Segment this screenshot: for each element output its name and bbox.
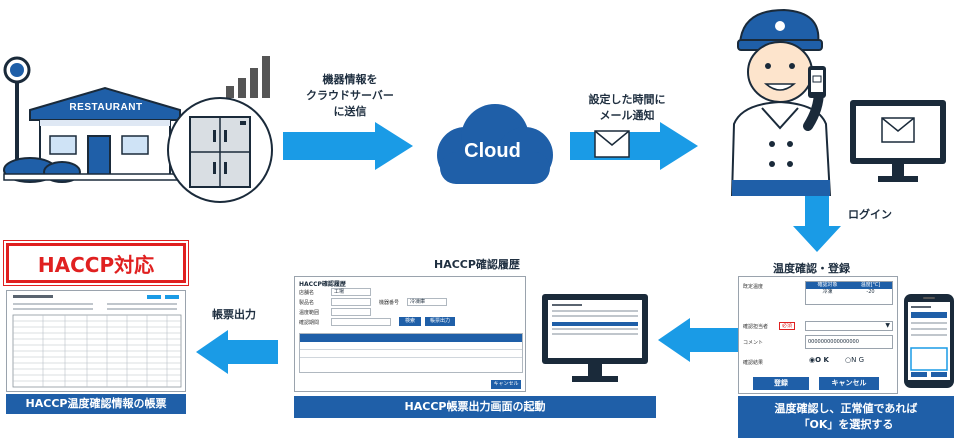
history-screen: HACCP確認履歴 店舗名 工場 製品名 機器番号 冷凍庫 温度範囲 確認期間 … — [294, 276, 526, 392]
temp-row1-label: 既定温度 — [743, 284, 764, 290]
temp-comment-value: 0000000000000000 — [808, 339, 859, 345]
haccp-badge: HACCP対応 — [3, 240, 189, 286]
chef-illustration — [712, 4, 852, 197]
history-filter-2-input[interactable] — [331, 298, 371, 306]
temp-row2-label: 確認担当者 — [743, 324, 769, 330]
history-filter-3-value: 冷凍庫 — [410, 299, 426, 305]
notify-arrow-label-line1: 設定した時間に — [588, 93, 666, 106]
history-search-button-label: 検索 — [404, 318, 415, 324]
output-arrow — [196, 330, 278, 374]
temp-screen-title: 温度確認・登録 — [773, 262, 850, 275]
history-filter-1-input[interactable]: 工場 — [331, 288, 371, 296]
mail-icon — [594, 130, 630, 158]
login-arrow — [793, 196, 841, 252]
temp-required-badge: 必須 — [779, 322, 795, 330]
history-filter-5-input[interactable] — [331, 318, 391, 326]
radio-checked-icon: ◉ — [809, 356, 816, 364]
temp-val2: -20 — [866, 289, 875, 295]
refrigerator-icon — [165, 95, 275, 205]
temp-comment-input[interactable]: 0000000000000000 — [805, 335, 893, 349]
temp-col1: 確認対象 — [817, 282, 838, 288]
temp-ok-radio[interactable]: ◉O K — [809, 356, 829, 364]
history-label: HACCP確認履歴 — [434, 258, 520, 271]
history-arrow — [658, 318, 738, 362]
history-output-button[interactable]: 帳票出力 — [425, 317, 455, 326]
temp-ng-radio[interactable]: ○N G — [845, 356, 864, 364]
temp-required-text: 必須 — [781, 323, 792, 329]
temp-target-table: 確認対象 温度[℃] 冷凍 -20 — [805, 281, 893, 305]
temp-caption: 温度確認し、正常値であれば 「OK」を選択する — [738, 396, 954, 438]
cloud-icon — [420, 100, 565, 190]
send-arrow-label-line2: クラウドサーバー — [306, 89, 394, 102]
smartphone-icon — [902, 292, 956, 390]
history-caption: HACCP帳票出力画面の起動 — [294, 396, 656, 418]
temp-staff-select[interactable]: ▼ — [805, 321, 893, 331]
temp-row3-label: コメント — [743, 340, 764, 346]
notify-arrow-label-line2: メール通知 — [599, 109, 655, 122]
history-search-button[interactable]: 検索 — [399, 317, 421, 326]
history-filter-1-value: 工場 — [334, 289, 345, 295]
radio-unchecked-icon: ○ — [845, 356, 852, 364]
temp-cancel-button-label: キャンセル — [831, 379, 867, 387]
signal-icon — [222, 50, 272, 100]
temp-val1: 冷凍 — [822, 289, 833, 295]
output-arrow-label: 帳票出力 — [212, 308, 256, 321]
temp-col2: 温度[℃] — [860, 282, 881, 288]
history-filter-4: 温度範囲 — [299, 310, 320, 316]
temp-ng-label: N G — [851, 356, 864, 364]
history-filter-1: 店舗名 — [299, 290, 315, 296]
monitor-mail-icon — [848, 98, 948, 186]
temp-row4-label: 確認結果 — [743, 360, 764, 366]
chevron-down-icon: ▼ — [885, 322, 890, 329]
send-arrow-label: 機器情報を クラウドサーバー に送信 — [290, 72, 410, 120]
history-cancel-button-label: キャンセル — [493, 381, 519, 387]
temp-register-button-label: 登録 — [774, 379, 788, 387]
login-label: ログイン — [848, 208, 892, 221]
report-caption: HACCP温度確認情報の帳票 — [6, 394, 186, 414]
history-output-button-label: 帳票出力 — [429, 318, 450, 324]
history-screen-title: HACCP確認履歴 — [299, 281, 346, 288]
history-filter-2: 製品名 — [299, 300, 315, 306]
restaurant-sign: RESTAURANT — [69, 102, 143, 113]
notify-arrow-label: 設定した時間に メール通知 — [572, 92, 682, 124]
restaurant-illustration: RESTAURANT — [0, 48, 190, 188]
send-arrow-label-line3: に送信 — [333, 105, 367, 118]
history-filter-4-input[interactable] — [331, 308, 371, 316]
temp-cancel-button[interactable]: キャンセル — [819, 377, 879, 390]
history-table — [299, 333, 523, 373]
history-monitor-icon — [540, 292, 650, 384]
report-document — [6, 290, 186, 392]
notify-arrow — [570, 122, 698, 170]
history-filter-5: 確認期間 — [299, 320, 320, 326]
history-filter-3-input[interactable]: 冷凍庫 — [407, 298, 447, 306]
temp-ok-label: O K — [815, 356, 829, 364]
temp-register-button[interactable]: 登録 — [753, 377, 809, 390]
temp-caption-line1: 温度確認し、正常値であれば — [774, 402, 918, 415]
history-filter-3: 機器番号 — [379, 300, 400, 306]
cloud-label: Cloud — [464, 140, 521, 162]
temp-caption-line2: 「OK」を選択する — [798, 418, 894, 431]
haccp-badge-text: HACCP対応 — [37, 252, 155, 277]
history-cancel-button[interactable]: キャンセル — [491, 380, 521, 389]
temp-screen: 既定温度 確認対象 温度[℃] 冷凍 -20 確認担当者 必須 ▼ コメント 0… — [738, 276, 898, 394]
send-arrow — [283, 122, 413, 170]
send-arrow-label-line1: 機器情報を — [322, 73, 378, 86]
